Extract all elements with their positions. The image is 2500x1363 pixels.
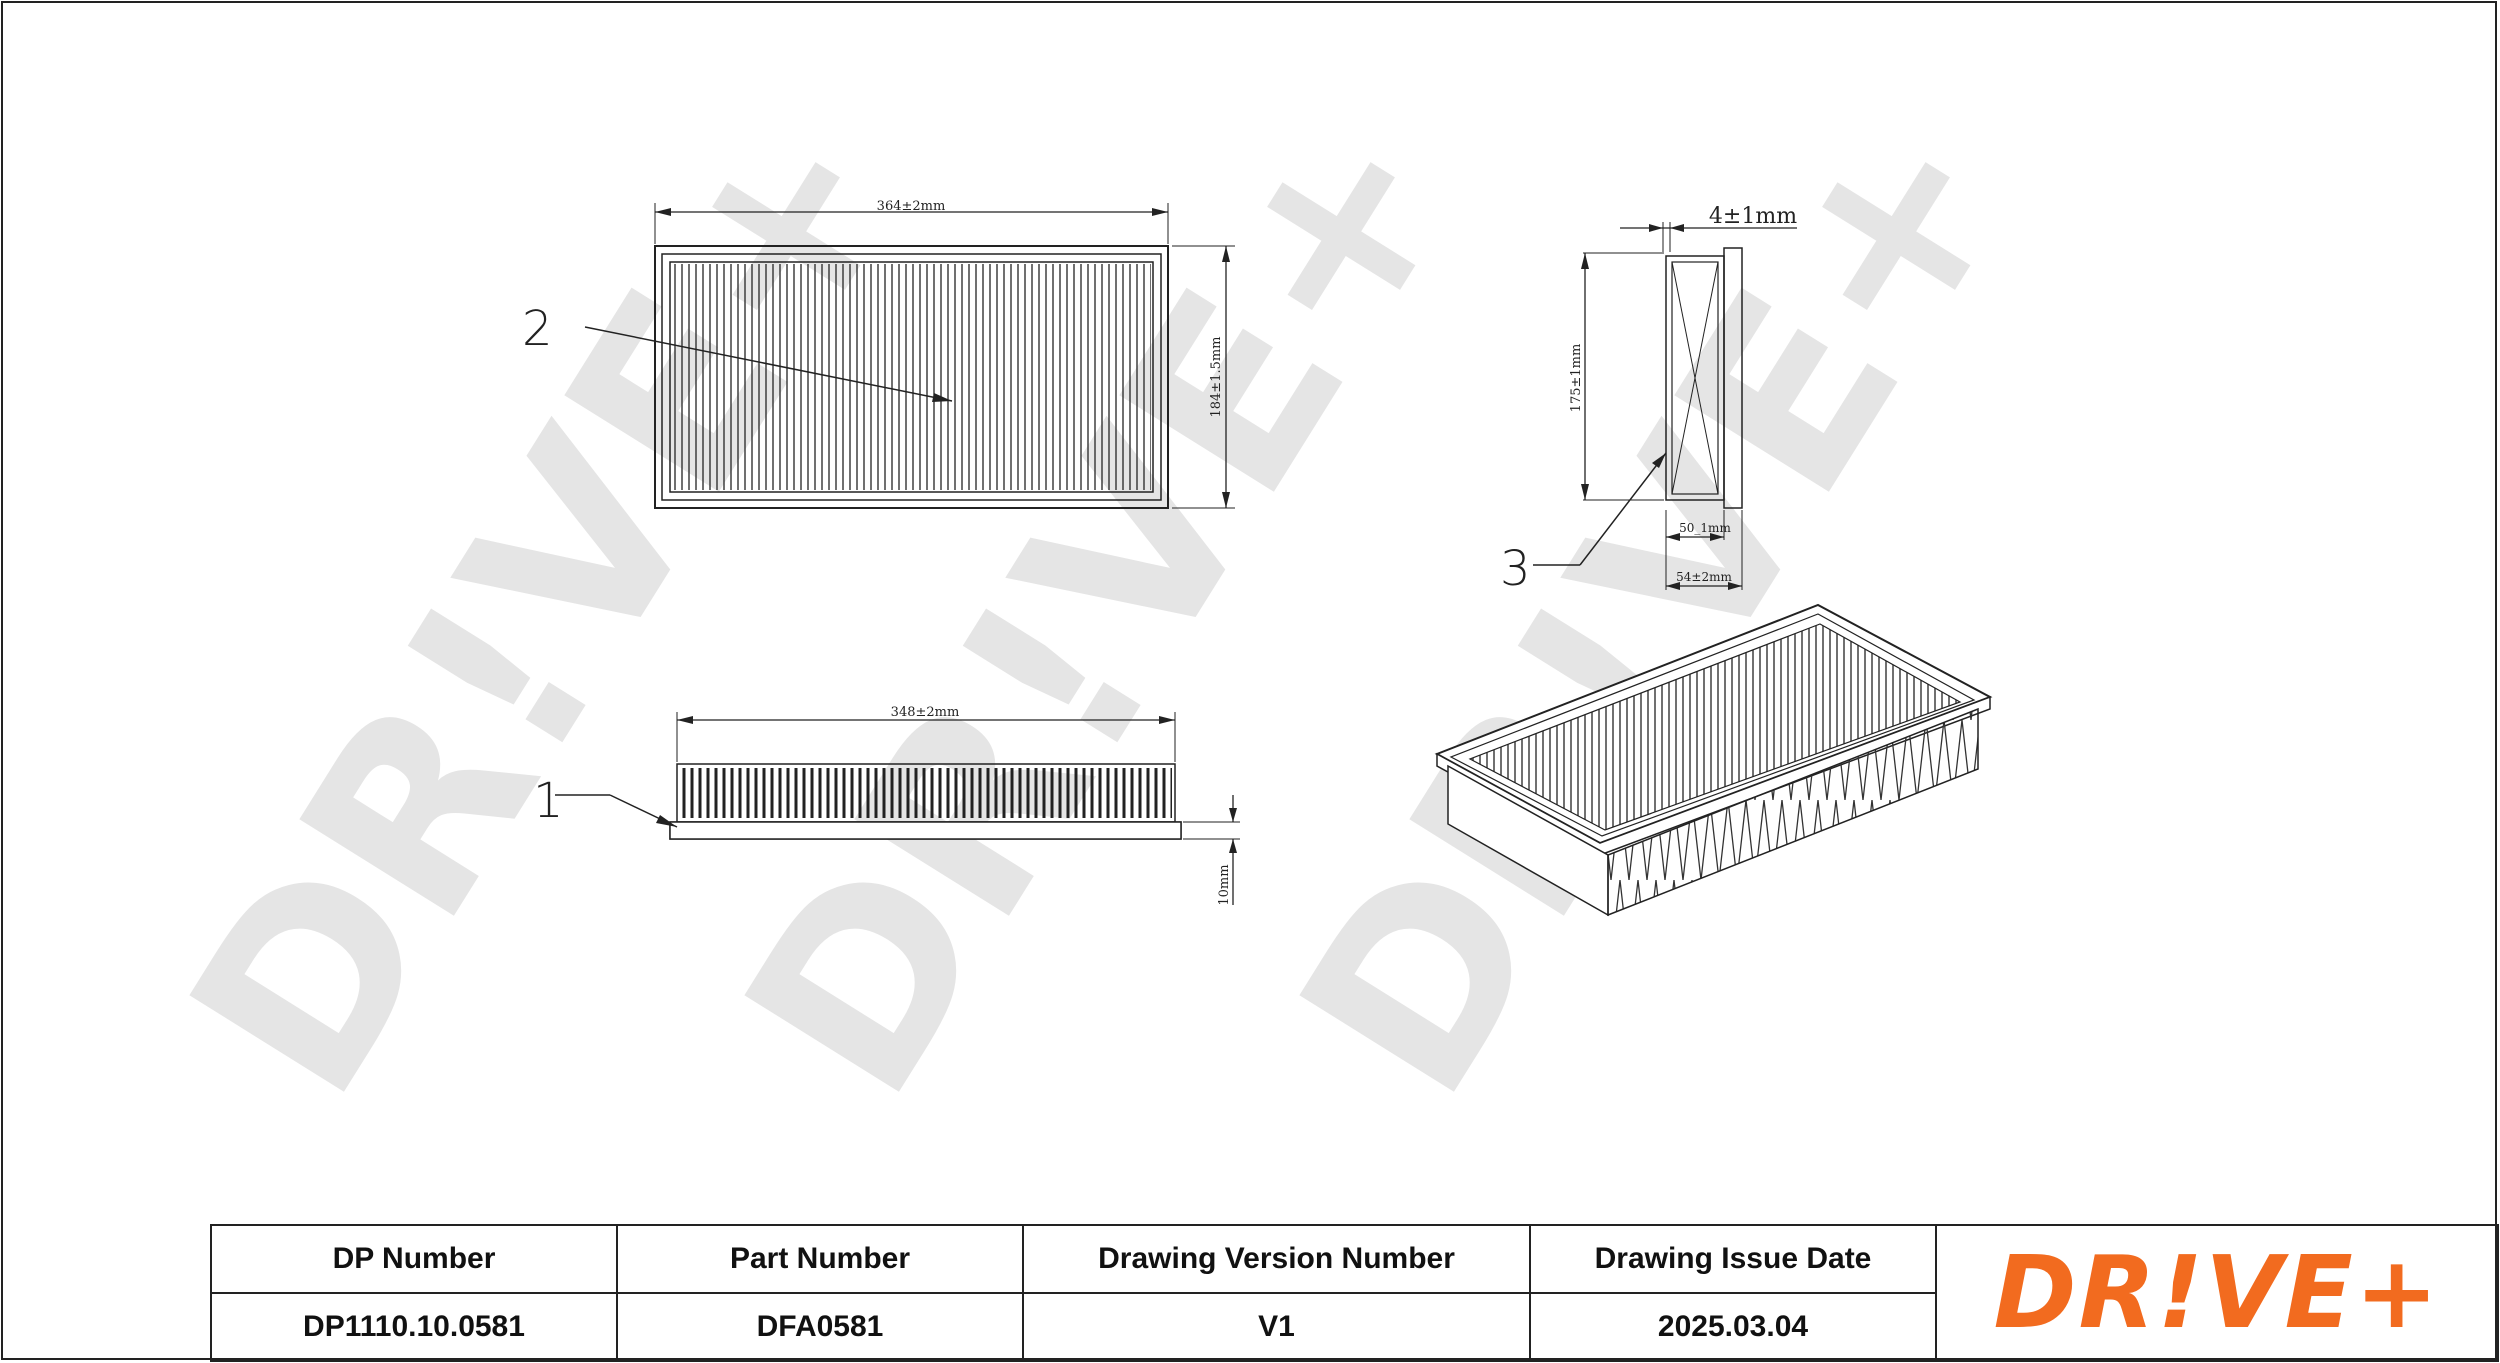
dim-top-width: 364±2mm: [877, 199, 946, 214]
dim-profile-inner: 50_1mm: [1679, 521, 1731, 535]
dim-profile-depth: 54±2mm: [1676, 570, 1732, 584]
dim-side-width: 348±2mm: [891, 705, 960, 720]
value-issue-date: 2025.03.04: [1529, 1292, 1937, 1362]
title-block: DP Number Part Number Drawing Version Nu…: [210, 1224, 2499, 1362]
top-view: [584, 203, 1235, 509]
value-part-number: DFA0581: [616, 1292, 1024, 1362]
dim-side-height: 10mm: [1217, 864, 1232, 905]
callout-2: 2: [522, 301, 553, 357]
callout-1: 1: [533, 773, 564, 829]
logo-cell: DR!VE+: [1935, 1224, 2499, 1362]
dim-top-height: 184±1.5mm: [1209, 336, 1224, 417]
drive-logo: DR!VE+: [1993, 1234, 2441, 1351]
header-dp-number: DP Number: [210, 1224, 618, 1294]
header-issue-date: Drawing Issue Date: [1529, 1224, 1937, 1294]
callout-3: 3: [1500, 541, 1531, 597]
header-drawing-version: Drawing Version Number: [1022, 1224, 1531, 1294]
dim-profile-lip: 4±1mm: [1709, 204, 1797, 229]
isometric-view: [1434, 603, 1993, 917]
profile-view: [1533, 222, 1797, 590]
header-part-number: Part Number: [616, 1224, 1024, 1294]
value-dp-number: DP1110.10.0581: [210, 1292, 618, 1362]
side-view: [555, 712, 1240, 905]
dim-profile-height: 175±1mm: [1569, 344, 1584, 413]
value-drawing-version: V1: [1022, 1292, 1531, 1362]
